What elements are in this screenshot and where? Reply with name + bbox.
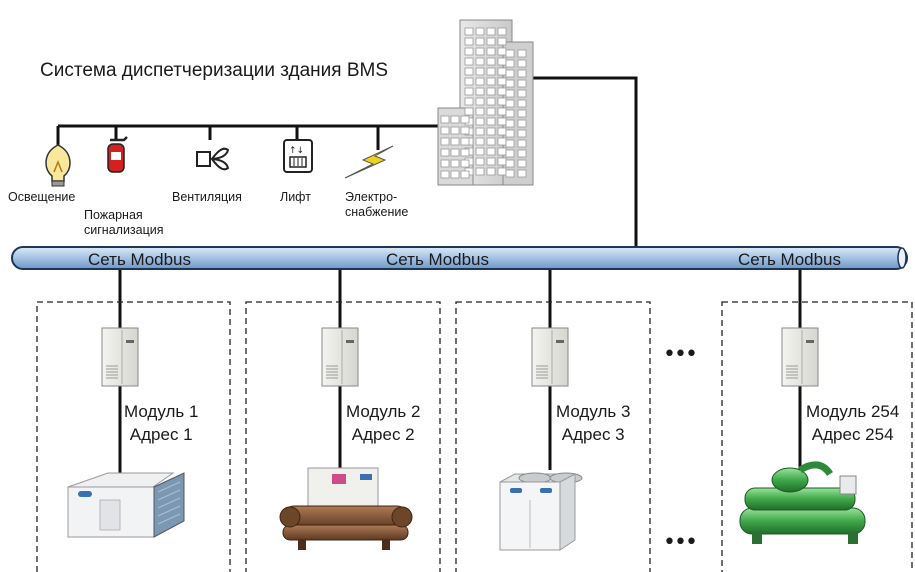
subsystem-label-elevator: Лифт — [280, 190, 311, 204]
module-3-name: Модуль 3 — [556, 402, 631, 421]
lightbulb-icon — [45, 144, 71, 187]
subsystem-label-fire-alarm: Пожарная сигнализация — [84, 208, 164, 238]
modbus-bus — [11, 246, 908, 270]
module-3-address: Адрес 3 — [561, 425, 625, 444]
subsystem-label-fire-alarm-line1: Пожарная — [84, 208, 143, 222]
module-1-name: Модуль 1 — [124, 402, 199, 421]
building-icon — [437, 19, 534, 186]
module-2-name: Модуль 2 — [346, 402, 421, 421]
water-cooled-chiller-icon — [279, 467, 413, 550]
bus-label-3: Сеть Modbus — [738, 250, 842, 269]
outdoor-unit-icon — [499, 472, 583, 551]
controller-cabinet-icon — [101, 327, 139, 387]
module-1-address: Адрес 1 — [129, 425, 193, 444]
controller-cabinet-icon — [321, 327, 359, 387]
air-cooled-chiller-icon — [67, 472, 185, 538]
module-2-address: Адрес 2 — [351, 425, 415, 444]
lightning-icon — [344, 145, 394, 179]
bms-connection-lines — [56, 76, 638, 248]
module-254-address: Адрес 254 — [811, 425, 894, 444]
module-254-name: Модуль 254 — [806, 402, 900, 421]
fan-icon — [196, 147, 230, 171]
subsystem-label-power: Электро- снабжение — [345, 190, 408, 220]
bus-label-2: Сеть Modbus — [386, 250, 490, 269]
ellipsis-bottom: ••• — [663, 530, 698, 555]
controller-cabinet-icon — [531, 327, 569, 387]
subsystem-label-fire-alarm-line2: сигнализация — [84, 223, 164, 237]
module-drop-lines — [118, 270, 802, 480]
elevator-icon: ↑↓ — [283, 139, 313, 173]
svg-text:↑↓: ↑↓ — [289, 146, 304, 156]
ellipsis-top: ••• — [663, 342, 698, 367]
subsystem-label-ventilation: Вентиляция — [172, 190, 242, 204]
bus-label-1: Сеть Modbus — [88, 250, 192, 269]
module-254-label: Модуль 254 Адрес 254 — [806, 400, 899, 446]
module-1-label: Модуль 1 Адрес 1 — [124, 400, 198, 446]
controller-cabinet-icon — [781, 327, 819, 387]
subsystem-label-power-line1: Электро- — [345, 190, 398, 204]
bms-title: Система диспетчеризации здания BMS — [40, 60, 389, 81]
subsystem-label-power-line2: снабжение — [345, 205, 409, 219]
controller-cabinets — [101, 327, 819, 387]
module-3-label: Модуль 3 Адрес 3 — [556, 400, 630, 446]
fire-extinguisher-icon — [107, 136, 128, 173]
module-frames — [36, 301, 913, 572]
subsystem-label-lighting: Освещение — [8, 190, 76, 204]
centrifugal-chiller-icon — [739, 461, 866, 544]
module-2-label: Модуль 2 Адрес 2 — [346, 400, 420, 446]
